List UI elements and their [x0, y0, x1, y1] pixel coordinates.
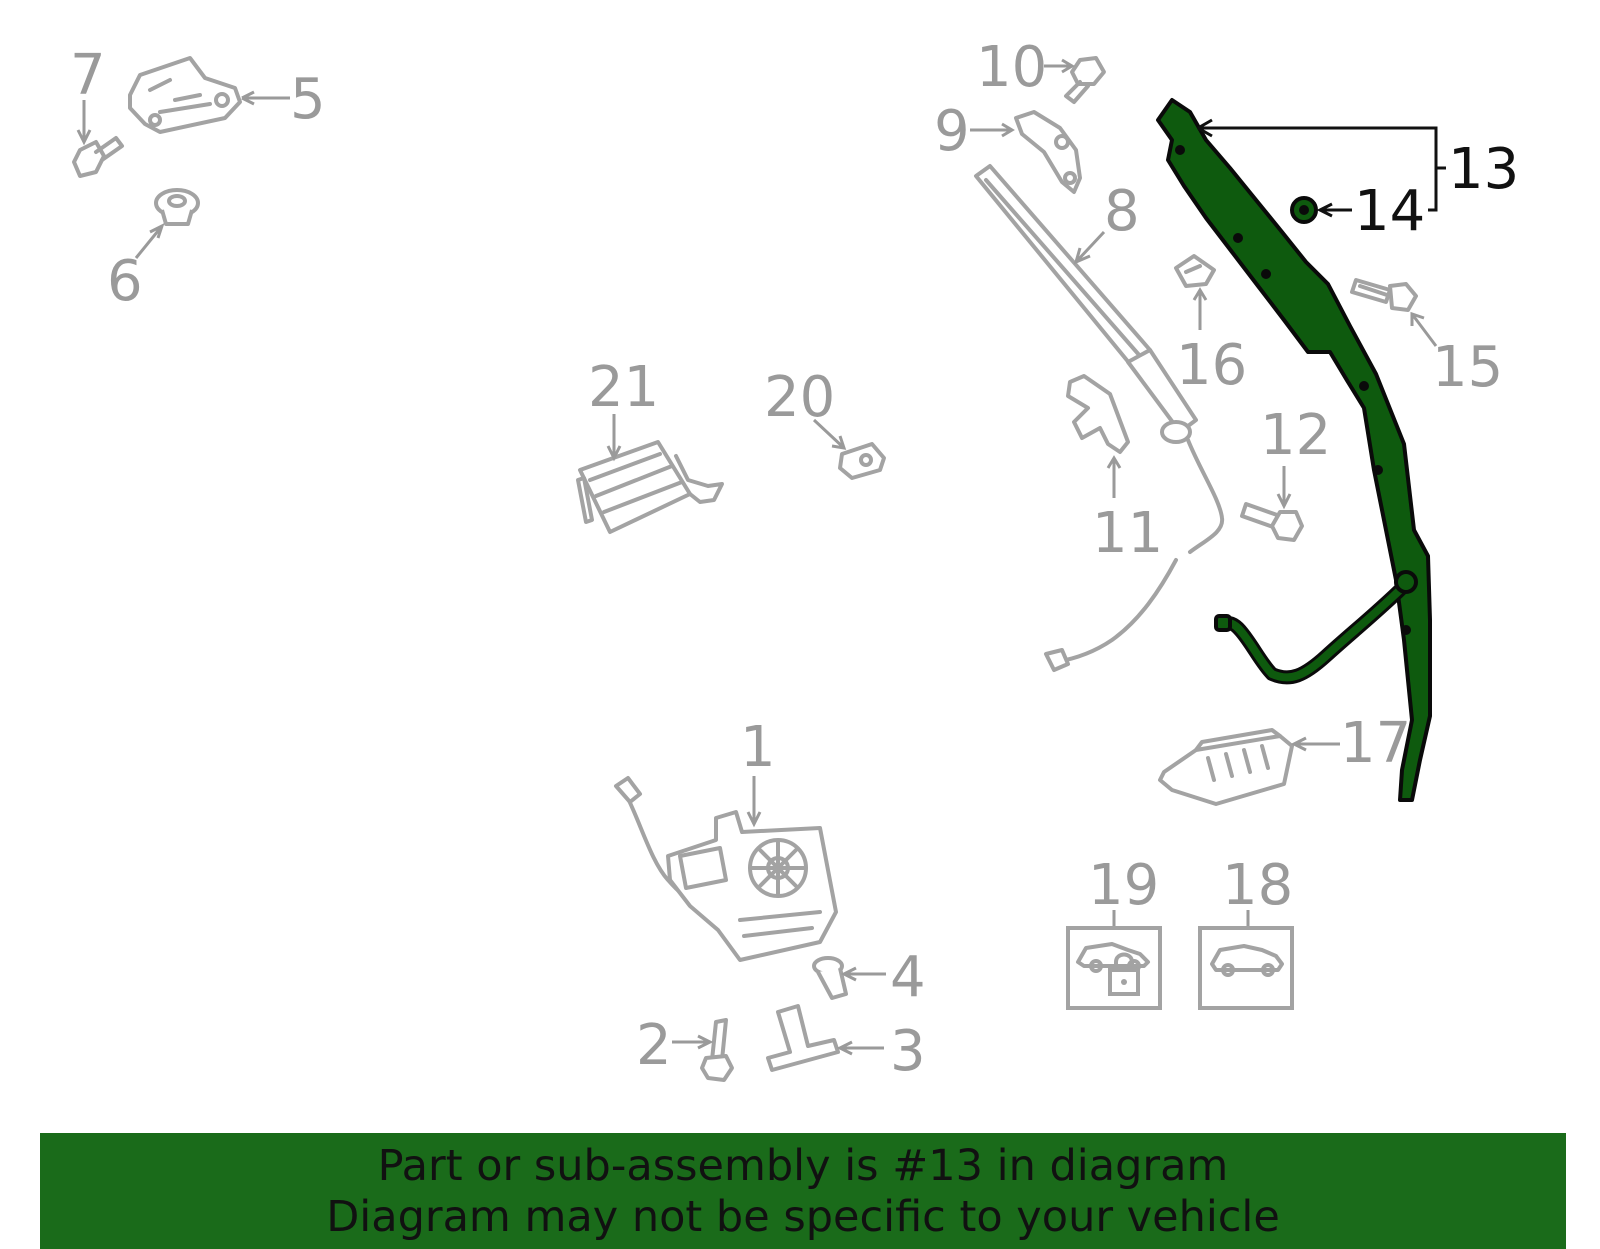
part-12-bolt — [1240, 502, 1304, 542]
callout-3: 3 — [890, 1019, 926, 1084]
callout-10: 10 — [976, 35, 1047, 100]
callout-7: 7 — [70, 43, 106, 108]
callout-8: 8 — [1104, 179, 1140, 244]
callout-16: 16 — [1176, 333, 1247, 398]
callout-20: 20 — [764, 365, 835, 430]
callout-19: 19 — [1088, 853, 1159, 918]
vehicle-icon — [1198, 926, 1294, 1010]
part-2-bolt — [700, 1018, 734, 1082]
part-20-clip — [838, 442, 886, 480]
part-14-grommet — [1290, 196, 1318, 224]
callout-2: 2 — [636, 1013, 672, 1078]
part-5-hinge-bracket — [128, 56, 242, 134]
callout-17: 17 — [1340, 711, 1411, 776]
callout-18: 18 — [1222, 853, 1293, 918]
part-21-control-module — [576, 440, 724, 534]
callout-9: 9 — [934, 99, 970, 164]
callout-1: 1 — [740, 715, 776, 780]
part-11-bracket — [1066, 374, 1130, 454]
part-1-latch-actuator — [614, 776, 838, 962]
info-banner: Part or sub-assembly is #13 in diagram D… — [40, 1133, 1566, 1249]
part-13-highlighted-assembly — [1156, 98, 1432, 802]
vehicle-lock-icon — [1066, 926, 1162, 1010]
callout-13: 13 — [1448, 137, 1519, 202]
part-10-bolt — [1064, 56, 1106, 104]
banner-line-2: Diagram may not be specific to your vehi… — [326, 1192, 1280, 1242]
callout-5: 5 — [290, 67, 326, 132]
part-3-striker — [766, 1004, 840, 1072]
banner-line-1: Part or sub-assembly is #13 in diagram — [377, 1141, 1229, 1191]
callout-4: 4 — [890, 945, 926, 1010]
callout-14: 14 — [1354, 179, 1425, 244]
part-16-clip — [1174, 254, 1216, 288]
part-4-bumper — [812, 956, 848, 1000]
callout-15: 15 — [1432, 335, 1503, 400]
part-6-clip — [154, 188, 200, 226]
callout-12: 12 — [1260, 403, 1331, 468]
part-9-bracket — [1014, 110, 1082, 194]
part-8-lift-strut — [974, 164, 1225, 672]
part-15-bolt — [1350, 278, 1418, 312]
callout-21: 21 — [588, 355, 659, 420]
callout-11: 11 — [1092, 501, 1163, 566]
part-7-bolt — [72, 136, 124, 178]
callout-6: 6 — [107, 249, 143, 314]
part-17-handle-switch — [1158, 728, 1294, 806]
